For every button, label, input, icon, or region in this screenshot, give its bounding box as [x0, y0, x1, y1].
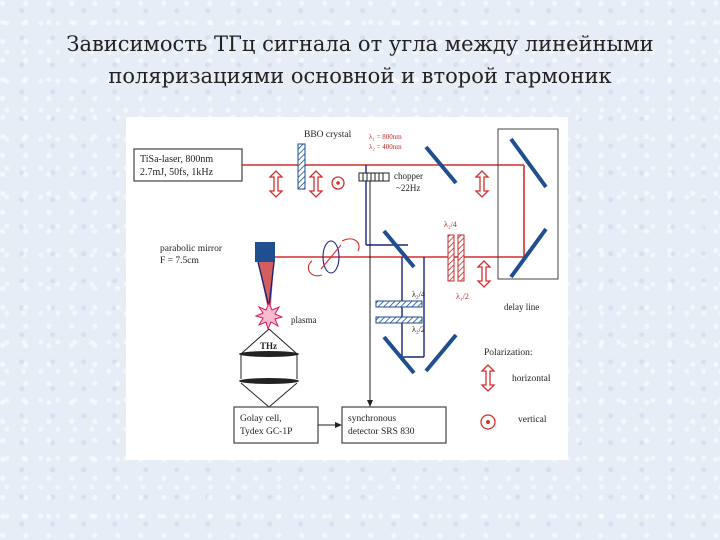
chopper-label: chopper	[394, 171, 423, 181]
waveplate-l2-half	[375, 316, 423, 324]
setup-diagram-svg: TiSa-laser, 800nm 2.7mJ, 50fs, 1kHz BBO …	[133, 128, 559, 444]
bbo-label: BBO crystal	[304, 130, 352, 140]
title-line-2: поляризациями основной и второй гармоник	[108, 64, 612, 88]
laser-box	[133, 148, 243, 182]
chopper-freq: ~22Hz	[396, 183, 420, 193]
waveplate-l2q-b-label: λ₂/4	[412, 290, 425, 299]
waveplate-l2q-label: λ₂/4	[444, 220, 457, 229]
setup-diagram: TiSa-laser, 800nm 2.7mJ, 50fs, 1kHz BBO …	[126, 117, 568, 460]
sync-label-1: synchronous	[348, 414, 396, 424]
plasma-label: plasma	[291, 315, 317, 325]
legend-vertical-label: vertical	[518, 415, 547, 425]
bbo-crystal	[297, 143, 306, 190]
waveplate-l2-quarter-b	[375, 300, 423, 308]
legend-vertical-icon	[480, 414, 496, 430]
horizontal-arrow-4	[476, 260, 492, 288]
delay-line-label: delay line	[504, 302, 539, 312]
dichroic-mirror-2	[382, 229, 416, 269]
legend-horizontal-label: horizontal	[512, 374, 551, 384]
waveplate-l1h-label: λ₁/2	[456, 292, 469, 301]
polarization-ellipse	[307, 238, 360, 277]
mirror-label-1: parabolic mirror	[160, 244, 223, 254]
horizontal-arrow-1	[268, 170, 284, 198]
sync-label-2: detector SRS 830	[348, 427, 415, 437]
delay-line-box	[497, 128, 559, 280]
title-line-1: Зависимость ТГц сигнала от угла между ли…	[66, 32, 654, 56]
thz-cone-left	[241, 328, 270, 354]
sync-detector-box	[341, 406, 447, 444]
vertical-dot-1	[331, 176, 345, 190]
golay-label-1: Golay cell,	[240, 414, 282, 424]
mirror-bottom-1	[382, 335, 416, 375]
dichroic-mirror-1	[424, 145, 458, 185]
laser-label-2: 2.7mJ, 50fs, 1kHz	[140, 167, 214, 178]
thz-lens-2	[239, 378, 299, 384]
delay-mirror-1	[509, 137, 548, 189]
thz-cone-right	[268, 328, 297, 354]
golay-label-2: Tydex GC-1P	[240, 427, 292, 437]
slide-title: Зависимость ТГц сигнала от угла между ли…	[0, 28, 720, 92]
thz-label: THz	[260, 341, 277, 351]
horizontal-arrow-3	[474, 170, 490, 198]
laser-label-1: TiSa-laser, 800nm	[140, 154, 213, 165]
delay-mirror-2	[509, 227, 548, 279]
waveplate-l2-quarter	[447, 234, 455, 282]
horizontal-arrow-2	[308, 170, 324, 198]
chopper	[358, 172, 390, 182]
lambda1-label: λ₁ = 800nm	[369, 133, 402, 141]
golay-cell-box	[233, 406, 319, 444]
plasma-spark	[254, 301, 284, 331]
mirror-label-2: F = 7.5cm	[160, 256, 199, 266]
waveplate-l1-half	[457, 234, 465, 282]
lambda2-label: λ₂ = 400nm	[369, 143, 402, 151]
waveplate-l2h-label: λ₂/2	[412, 325, 425, 334]
thz-lens-1	[239, 351, 299, 357]
parabolic-mirror	[255, 242, 275, 262]
legend-horizontal-icon	[480, 364, 496, 392]
legend-title: Polarization:	[484, 348, 533, 358]
mirror-bottom-2	[424, 333, 458, 373]
